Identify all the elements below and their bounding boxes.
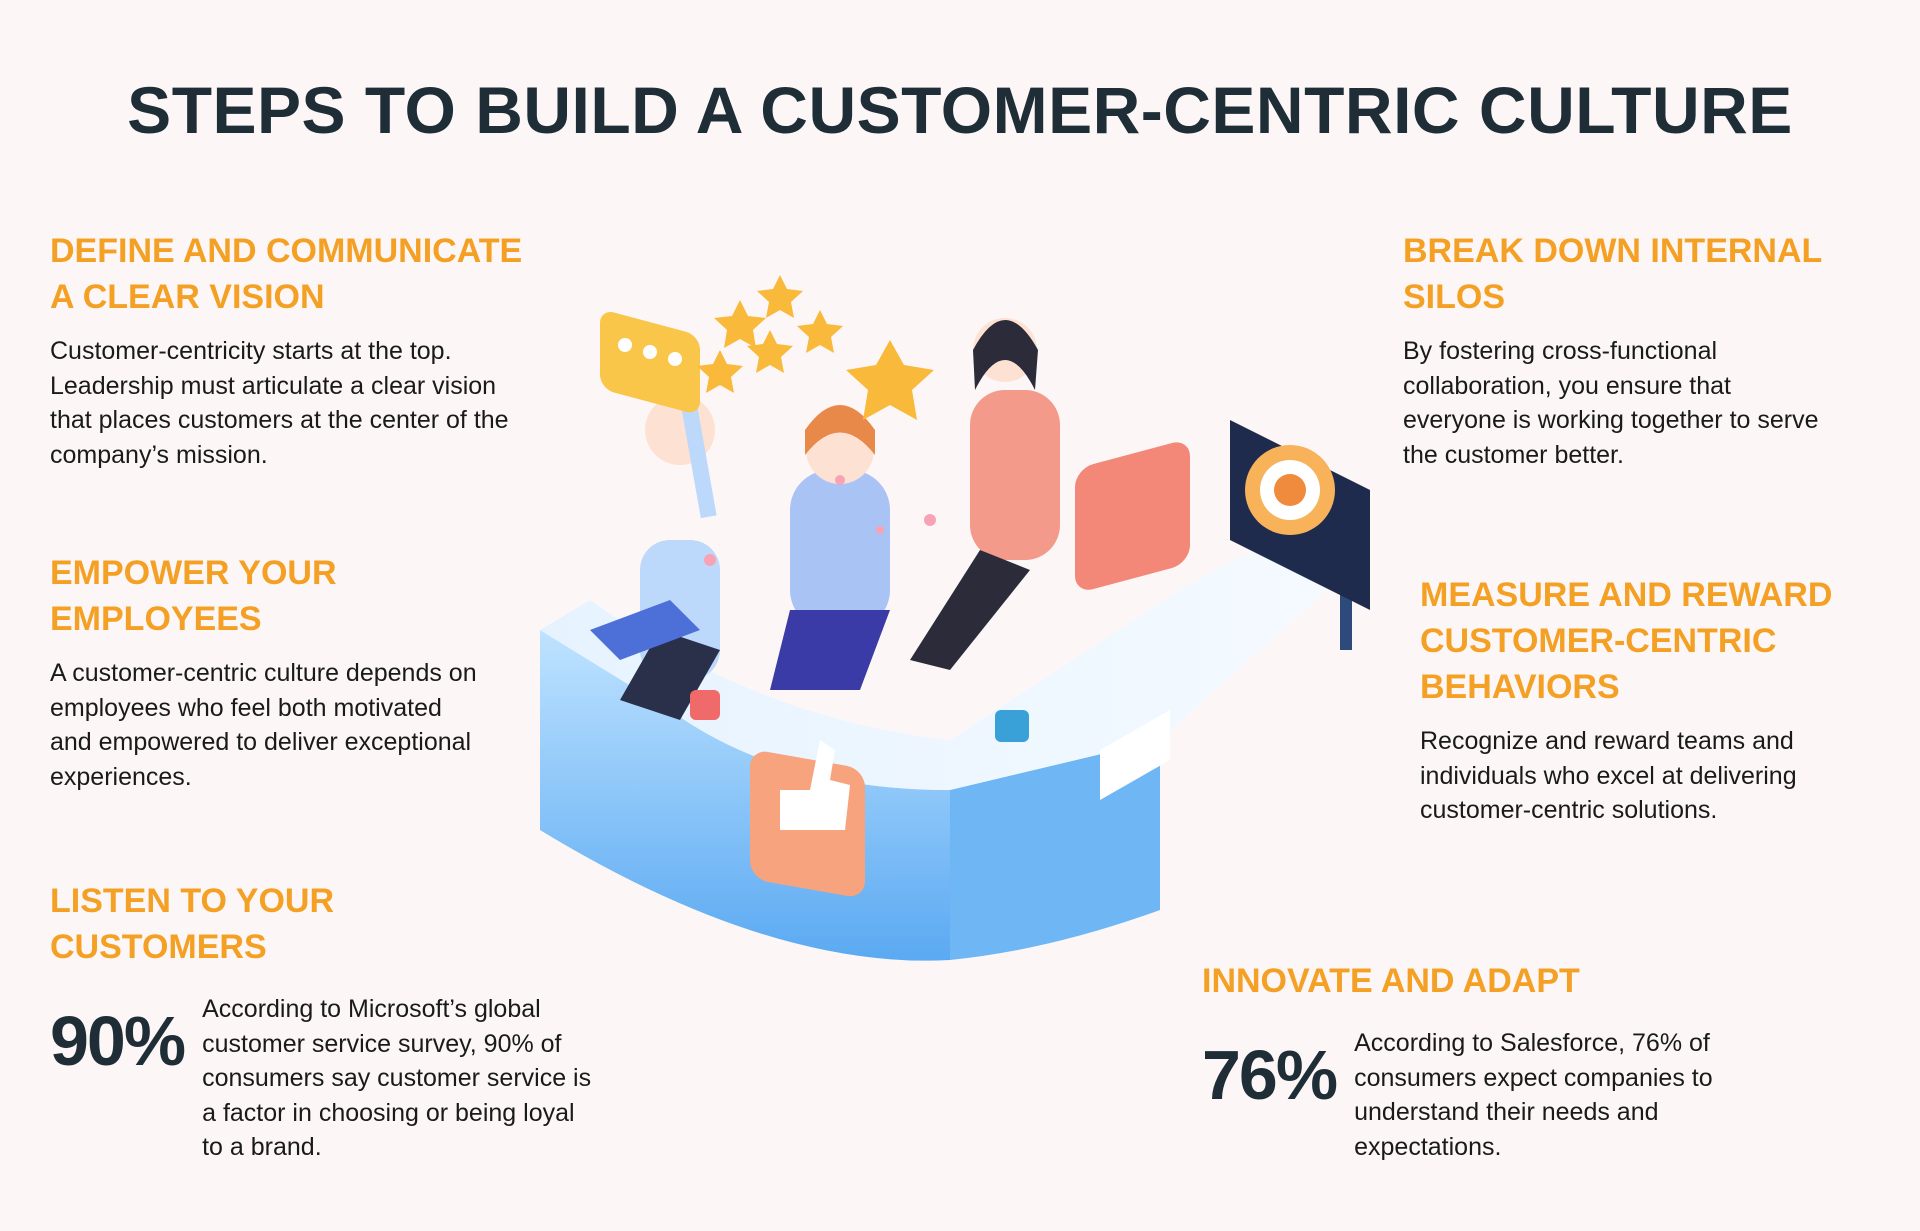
heading-line: CUSTOMER-CENTRIC [1420, 622, 1777, 660]
customer-service-team-illustration [540, 275, 1370, 961]
section-body: According to Microsoft’s global customer … [202, 992, 591, 1165]
body-line: everyone is working together to serve [1403, 406, 1819, 434]
body-line: individuals who excel at delivering [1420, 761, 1797, 790]
section-listen-customers: LISTEN TO YOUR CUSTOMERS 90% According to… [50, 878, 591, 1165]
section-heading: INNOVATE AND ADAPT [1202, 958, 1713, 1004]
body-line: and empowered to deliver exceptional [50, 728, 472, 756]
section-heading: BREAK DOWN INTERNAL SILOS [1403, 228, 1822, 320]
body-line: that places customers at the center of t… [50, 406, 509, 434]
book-icon [590, 600, 700, 660]
chat-bubble-icon [600, 312, 700, 413]
body-line: Leadership must articulate a clear visio… [50, 371, 497, 400]
body-line: By fostering cross-functional [1403, 337, 1718, 365]
person-center-icon [770, 405, 890, 690]
sparkle-icon [704, 475, 936, 566]
body-line: consumers expect companies to [1354, 1063, 1713, 1092]
person-right-icon [910, 318, 1060, 670]
body-line: consumers say customer service is [202, 1064, 592, 1092]
heading-line: BREAK DOWN INTERNAL [1403, 232, 1823, 270]
body-line: experiences. [50, 762, 192, 791]
body-line: a factor in choosing or being loyal [202, 1098, 575, 1127]
body-line: According to Salesforce, 76% of [1354, 1029, 1710, 1057]
section-body: By fostering cross-functional collaborati… [1403, 334, 1822, 472]
thumbs-up-icon [750, 740, 865, 897]
body-line: collaboration, you ensure that [1403, 371, 1731, 400]
body-line: A customer-centric culture depends on [50, 659, 477, 687]
heading-line: SILOS [1403, 278, 1506, 316]
body-line: customer service survey, 90% of [202, 1029, 562, 1058]
heading-line: LISTEN TO YOUR [50, 882, 335, 920]
body-line: According to Microsoft’s global [202, 995, 541, 1023]
stars-icon [697, 275, 934, 420]
section-body: Customer-centricity starts at the top. Le… [50, 334, 522, 472]
body-line: Recognize and reward teams and [1420, 727, 1794, 755]
monitor-icon [1230, 420, 1370, 610]
section-body: According to Salesforce, 76% of consumers… [1354, 1026, 1713, 1164]
heading-line: A CLEAR VISION [50, 278, 325, 316]
section-heading: LISTEN TO YOUR CUSTOMERS [50, 878, 591, 970]
section-innovate-adapt: INNOVATE AND ADAPT 76% According to Sale… [1202, 958, 1713, 1164]
stat-value: 90% [50, 1002, 186, 1080]
section-break-silos: BREAK DOWN INTERNAL SILOS By fostering cr… [1403, 228, 1822, 472]
stat-block: 90% According to Microsoft’s global custo… [50, 992, 591, 1165]
section-body: Recognize and reward teams and individual… [1420, 724, 1832, 828]
body-line: employees who feel both motivated [50, 693, 442, 722]
mail-icon [1075, 442, 1190, 800]
heading-line: EMPOWER YOUR [50, 554, 337, 592]
section-heading: DEFINE AND COMMUNICATE A CLEAR VISION [50, 228, 522, 320]
page-title: STEPS TO BUILD A CUSTOMER-CENTRIC CULTUR… [127, 73, 1793, 147]
body-line: to a brand. [202, 1133, 322, 1161]
section-heading: EMPOWER YOUR EMPLOYEES [50, 550, 477, 642]
body-line: understand their needs and [1354, 1098, 1659, 1126]
body-line: Customer-centricity starts at the top. [50, 337, 452, 365]
section-measure-reward: MEASURE AND REWARD CUSTOMER-CENTRIC BEHAVI… [1420, 572, 1832, 828]
section-heading: MEASURE AND REWARD CUSTOMER-CENTRIC BEHAVI… [1420, 572, 1832, 710]
stat-value: 76% [1202, 1036, 1338, 1114]
body-line: expectations. [1354, 1132, 1502, 1161]
heading-line: INNOVATE AND ADAPT [1202, 962, 1580, 1000]
body-line: the customer better. [1403, 440, 1624, 469]
heading-line: EMPLOYEES [50, 600, 262, 638]
section-body: A customer-centric culture depends on emp… [50, 656, 477, 794]
heading-line: CUSTOMERS [50, 928, 267, 966]
stat-block: 76% According to Salesforce, 76% of consu… [1202, 1026, 1713, 1164]
section-define-vision: DEFINE AND COMMUNICATE A CLEAR VISION Cus… [50, 228, 522, 472]
heading-line: MEASURE AND REWARD [1420, 576, 1833, 614]
heading-line: DEFINE AND COMMUNICATE [50, 232, 523, 270]
section-empower-employees: EMPOWER YOUR EMPLOYEES A customer-centric… [50, 550, 477, 794]
heading-line: BEHAVIORS [1420, 668, 1620, 706]
coffee-cup-icon [690, 690, 1029, 742]
body-line: company’s mission. [50, 440, 268, 469]
body-line: customer-centric solutions. [1420, 796, 1718, 824]
